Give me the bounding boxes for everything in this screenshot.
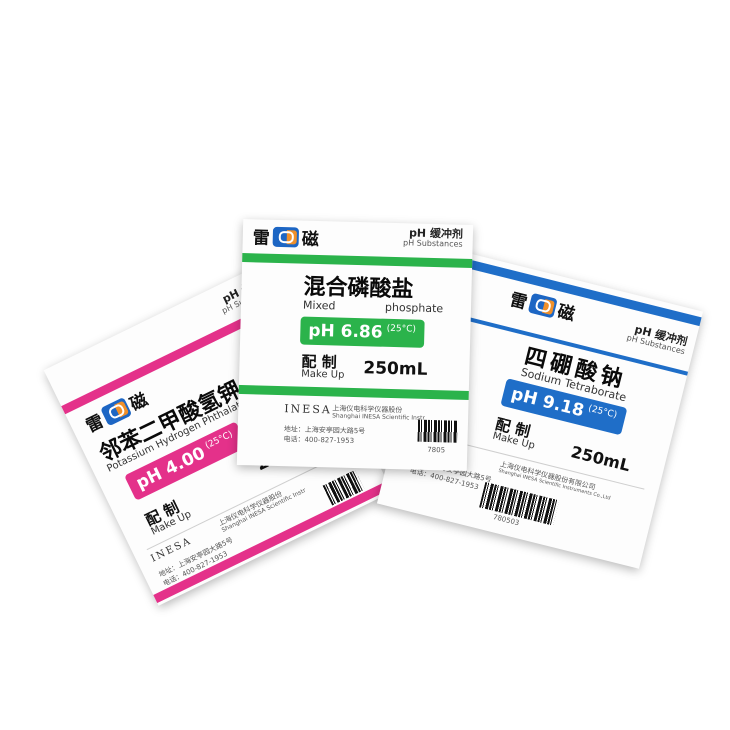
brand-char-lei: 雷 <box>252 228 271 249</box>
card-center-green: 雷 磁 pH 缓冲剂 pH Substances 混合磷酸盐 Mixed pho… <box>236 219 474 471</box>
phone: 电话：400-827-1953 <box>283 435 355 446</box>
ph-value-badge: pH 6.86(25°C) <box>299 316 425 348</box>
brand-char-ci: 磁 <box>555 301 577 326</box>
maker-en: Shanghai INESA Scientific Instr <box>332 412 425 422</box>
volume: 250mL <box>363 358 428 380</box>
ph-buffer-tag: pH 缓冲剂 pH Substances <box>625 322 689 356</box>
title-en-2: phosphate <box>384 300 444 316</box>
brand-logo: 雷 磁 <box>252 223 319 250</box>
product-code: 7805 <box>427 445 446 455</box>
ph-buffer-tag: pH 缓冲剂 pH Substances <box>402 226 464 249</box>
volume: 250mL <box>569 442 633 476</box>
band-top <box>236 252 474 269</box>
band-bottom <box>236 384 474 401</box>
brand-mark-icon <box>99 396 133 426</box>
brand-mark-icon <box>527 292 558 318</box>
brand-char-ci: 磁 <box>301 229 319 251</box>
brand-char-lei: 雷 <box>507 289 530 314</box>
brand-mark-icon <box>272 226 300 247</box>
inesa-logo: INESA <box>284 402 332 417</box>
barcode <box>417 419 459 443</box>
title-en-1: Mixed <box>302 298 336 313</box>
make-up-en: Make Up <box>301 368 345 381</box>
